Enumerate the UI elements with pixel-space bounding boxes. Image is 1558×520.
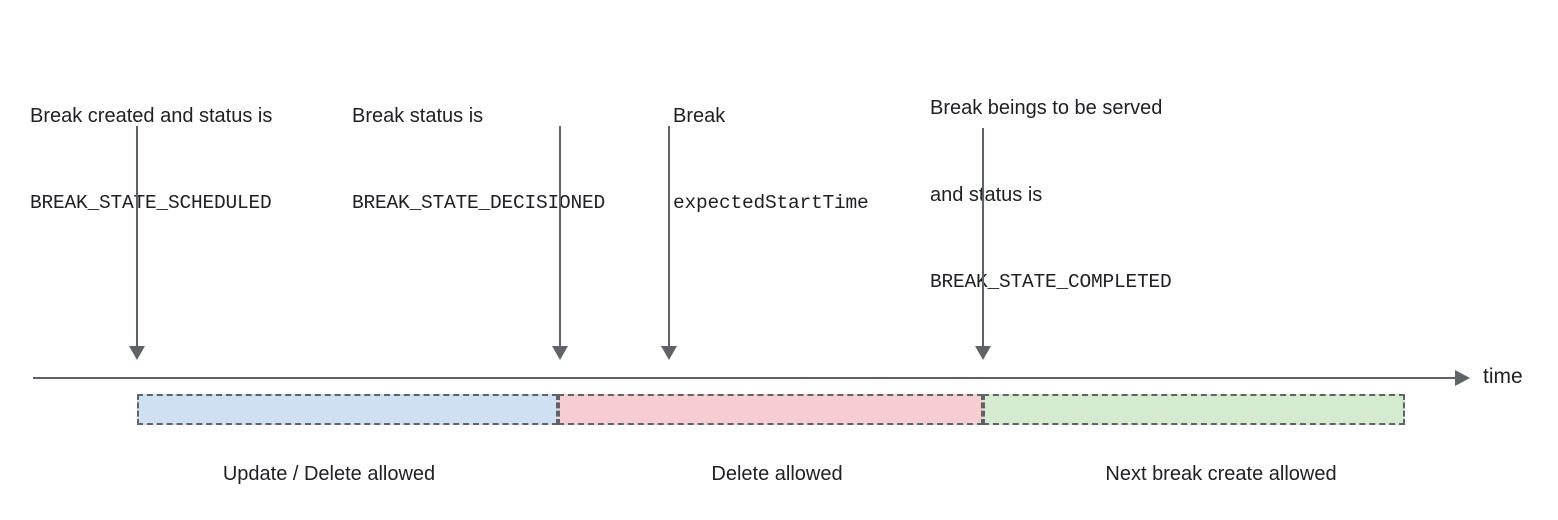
pointer-arrow-line-scheduled: [136, 126, 138, 346]
annotation-break-created-scheduled: Break created and status is BREAK_STATE_…: [30, 44, 272, 276]
annotation-break-expected-start-time: Break expectedStartTime: [673, 44, 869, 276]
pointer-arrow-head-expected-start-time: [661, 346, 677, 360]
phase-bar-update-delete-allowed: [137, 394, 558, 425]
annotation-state-name: BREAK_STATE_COMPLETED: [930, 271, 1172, 293]
annotation-line-1: Break status is: [352, 105, 484, 127]
phase-caption-next-break-create-allowed: Next break create allowed: [1105, 463, 1337, 485]
phase-caption-delete-allowed: Delete allowed: [711, 463, 843, 485]
annotation-state-name: BREAK_STATE_SCHEDULED: [30, 192, 272, 214]
time-axis-label: time: [1483, 365, 1523, 388]
pointer-arrow-head-decisioned: [552, 346, 568, 360]
pointer-arrow-head-completed: [975, 346, 991, 360]
annotation-break-served-completed: Break beings to be served and status is …: [930, 36, 1172, 355]
annotation-line-1: Break: [673, 105, 726, 127]
phase-bar-delete-allowed: [558, 394, 983, 425]
annotation-break-decisioned: Break status is BREAK_STATE_DECISIONED: [352, 44, 605, 276]
time-axis-arrow-icon: [1455, 370, 1470, 386]
pointer-arrow-line-expected-start-time: [668, 126, 670, 346]
annotation-line-1: Break beings to be served: [930, 97, 1163, 119]
pointer-arrow-head-scheduled: [129, 346, 145, 360]
pointer-arrow-line-decisioned: [559, 126, 561, 346]
time-axis-line: [33, 377, 1455, 379]
phase-bar-next-break-create-allowed: [983, 394, 1405, 425]
annotation-field-name: expectedStartTime: [673, 192, 869, 214]
annotation-line-2: and status is: [930, 184, 1043, 206]
phase-caption-update-delete-allowed: Update / Delete allowed: [222, 463, 436, 485]
pointer-arrow-line-completed: [982, 128, 984, 346]
annotation-line-1: Break created and status is: [30, 105, 273, 127]
annotation-state-name: BREAK_STATE_DECISIONED: [352, 192, 606, 214]
